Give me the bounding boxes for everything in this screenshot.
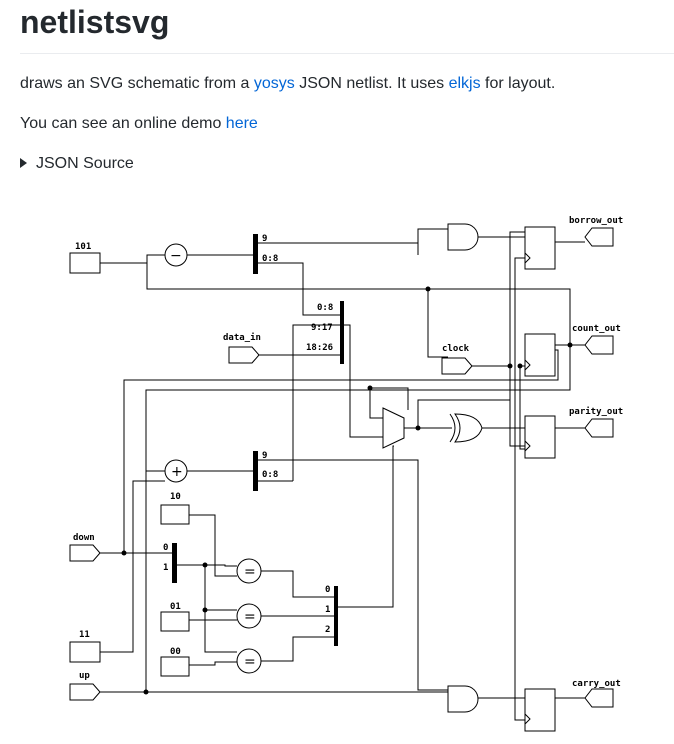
- eq-node-01: [236, 603, 262, 629]
- down-port: [69, 544, 101, 562]
- xor-gate: [454, 413, 483, 443]
- parity-out-label: parity_out: [569, 406, 623, 417]
- dff-parity: [524, 415, 556, 459]
- split-dir-label-0: 0: [163, 543, 168, 553]
- junction-dot: [121, 550, 127, 556]
- operators: − + = = =: [164, 243, 262, 674]
- eq-node-00: [236, 648, 262, 674]
- demo-link[interactable]: here: [225, 115, 258, 132]
- constant-01-box: [160, 611, 190, 632]
- parity-out-port: [584, 418, 614, 438]
- split-top-label-0-8: 0:8: [262, 254, 278, 264]
- wires: [100, 228, 585, 721]
- constant-11-box: [69, 641, 101, 663]
- disclosure-triangle-icon: [20, 158, 27, 168]
- and-gate-carry: [447, 685, 479, 713]
- junction-dot: [517, 363, 523, 369]
- junction-dot: [507, 363, 513, 369]
- down-label: down: [73, 533, 95, 543]
- split-top-bar: [253, 234, 258, 274]
- junction-dot: [567, 342, 573, 348]
- mux-cell: [382, 407, 405, 449]
- split-dir-label-1: 1: [163, 563, 168, 573]
- and-gate-borrow: [447, 223, 479, 251]
- constant-01-label: 01: [170, 602, 181, 612]
- eq-node-10: [236, 558, 262, 584]
- eq-symbol: =: [244, 564, 256, 580]
- constant-10-box: [160, 504, 190, 525]
- split-mid-bar: [253, 451, 258, 491]
- elkjs-link[interactable]: elkjs: [448, 75, 481, 92]
- title-divider: [20, 53, 674, 54]
- junction-dot: [415, 425, 421, 431]
- page-title: netlistsvg: [20, 4, 170, 40]
- junction-dot: [143, 689, 149, 695]
- dff-clock-marker: [524, 440, 531, 452]
- constant-00-box: [160, 656, 190, 677]
- intro-text-start: draws an SVG schematic from a: [20, 75, 254, 92]
- junction-dot: [367, 385, 373, 391]
- constant-101-label: 101: [75, 242, 91, 252]
- count-out-port: [584, 335, 614, 355]
- count-out-label: count_out: [572, 324, 621, 334]
- clock-port: [441, 357, 473, 375]
- intro-text-middle: JSON netlist. It uses: [294, 75, 449, 92]
- split-dir-bar: [172, 543, 177, 583]
- dff-carry: [524, 688, 556, 732]
- dff-count: [524, 333, 556, 377]
- data-in-label: data_in: [223, 332, 261, 343]
- join-data-label-0-8: 0:8: [317, 303, 333, 313]
- demo-paragraph: You can see an online demo here: [20, 114, 258, 134]
- borrow-out-port: [584, 227, 614, 247]
- split-top-label-9: 9: [262, 234, 267, 244]
- borrow-out-label: borrow_out: [569, 216, 623, 226]
- buses: 9 0:8 0:8 9:17 18:26 9 0:8 0 1 0 1 2: [163, 234, 344, 646]
- clock-label: clock: [442, 344, 470, 354]
- data-in-port: [228, 346, 260, 364]
- constant-11-label: 11: [79, 630, 90, 640]
- carry-out-port: [584, 688, 614, 708]
- logic-gates: [382, 223, 483, 713]
- split-mid-label-9: 9: [262, 451, 267, 461]
- split-mid-label-0-8: 0:8: [262, 470, 278, 480]
- junction-dot: [202, 562, 208, 568]
- json-source-toggle[interactable]: JSON Source: [20, 154, 134, 174]
- join-sel-label-1: 1: [325, 605, 330, 615]
- up-port: [69, 683, 101, 701]
- constant-10-label: 10: [170, 492, 181, 502]
- junction-dots: [121, 286, 573, 695]
- input-ports: 101 data_in clock down 10 01 00 11 up: [69, 242, 473, 701]
- intro-text-end: for layout.: [480, 75, 556, 92]
- join-sel-label-0: 0: [325, 585, 330, 595]
- json-source-label: JSON Source: [36, 155, 134, 172]
- dff-clock-marker: [524, 713, 531, 725]
- junction-dot: [202, 607, 208, 613]
- subtract-node: [164, 243, 188, 267]
- eq-symbol: =: [244, 654, 256, 670]
- eq-symbol: =: [244, 609, 256, 625]
- flip-flops: [524, 226, 556, 732]
- carry-out-label: carry_out: [572, 679, 621, 689]
- join-data-label-9-17: 9:17: [311, 323, 333, 333]
- dff-clock-marker: [524, 252, 531, 264]
- join-data-bar: [340, 301, 344, 364]
- constant-00-label: 00: [170, 647, 181, 657]
- xor-gate-input-curve: [449, 413, 456, 443]
- constant-101-box: [69, 252, 101, 274]
- output-ports: borrow_out count_out parity_out carry_ou…: [569, 216, 623, 708]
- dff-borrow: [524, 226, 556, 270]
- demo-text: You can see an online demo: [20, 115, 226, 132]
- join-sel-bar: [334, 586, 338, 646]
- up-label: up: [79, 671, 90, 681]
- add-node: [164, 459, 188, 483]
- dff-clock-marker: [524, 359, 531, 371]
- join-data-label-18-26: 18:26: [306, 343, 333, 353]
- junction-dot: [425, 286, 431, 292]
- subtract-symbol: −: [170, 248, 182, 264]
- intro-paragraph: draws an SVG schematic from a yosys JSON…: [20, 74, 555, 94]
- add-symbol: +: [171, 464, 183, 480]
- yosys-link[interactable]: yosys: [253, 75, 295, 92]
- join-sel-label-2: 2: [325, 625, 330, 635]
